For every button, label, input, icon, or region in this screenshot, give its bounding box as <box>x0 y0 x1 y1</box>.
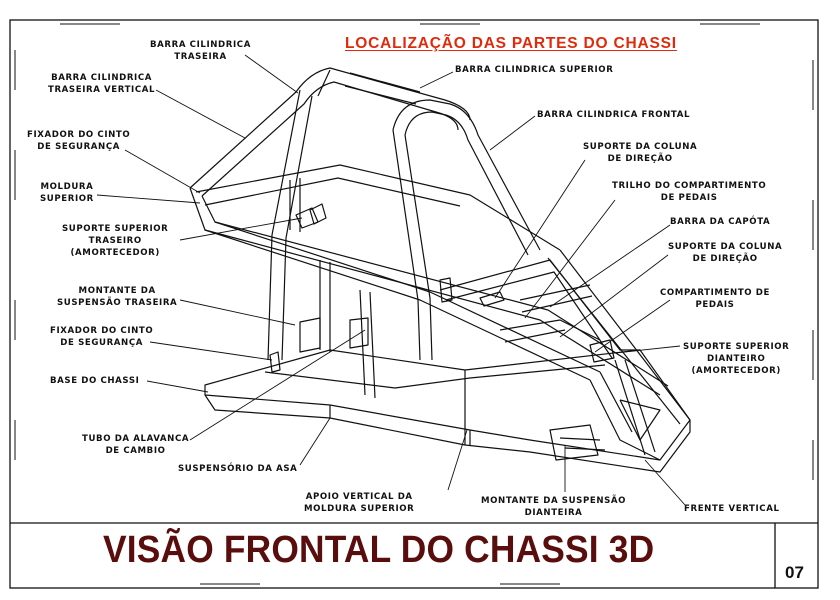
view-title: VISÃO FRONTAL DO CHASSI 3D <box>103 529 655 571</box>
label-barra-cilindrica-frontal: BARRA CILINDRICA FRONTAL <box>537 110 691 120</box>
label-barra-cilindrica-superior: BARRA CILINDRICA SUPERIOR <box>455 65 614 75</box>
label-frente-vertical: FRENTE VERTICAL <box>684 504 780 514</box>
frame-ticks <box>14 23 814 585</box>
label-base-do-chassi: BASE DO CHASSI <box>50 376 140 386</box>
sheet-frame <box>9 19 819 589</box>
label-suspensorio-da-asa: SUSPENSÓRIO DA ASA <box>178 464 298 474</box>
label-barra-da-capota: BARRA DA CAPÓTA <box>670 217 771 227</box>
chassis-structure <box>189 67 691 473</box>
leader-lines <box>96 54 686 506</box>
page-number: 07 <box>785 563 804 582</box>
page-title: LOCALIZAÇÃO DAS PARTES DO CHASSI <box>345 35 677 52</box>
